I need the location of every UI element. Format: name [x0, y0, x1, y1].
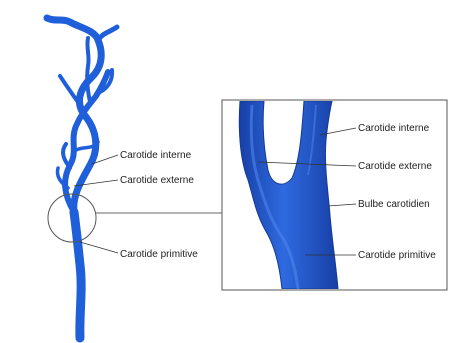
label-common-left: Carotide primitive [120, 249, 198, 260]
internal-carotid-branch [98, 27, 117, 40]
full-vessel-tree [47, 18, 117, 338]
label-internal-inset: Carotide interne [358, 123, 430, 134]
label-external-inset: Carotide externe [358, 161, 432, 172]
external-branch-4 [63, 144, 70, 168]
label-external-left: Carotide externe [120, 175, 194, 186]
label-internal-left: Carotide interne [120, 150, 192, 161]
common-carotid-vessel [74, 212, 81, 338]
internal-carotid-vessel [47, 18, 101, 212]
left-leader-lines [74, 155, 222, 253]
label-bulb-inset: Bulbe carotidien [358, 199, 430, 210]
label-common-inset: Carotide primitive [358, 250, 436, 261]
leader-line-common-left [80, 242, 118, 253]
external-branch-2 [87, 38, 90, 102]
